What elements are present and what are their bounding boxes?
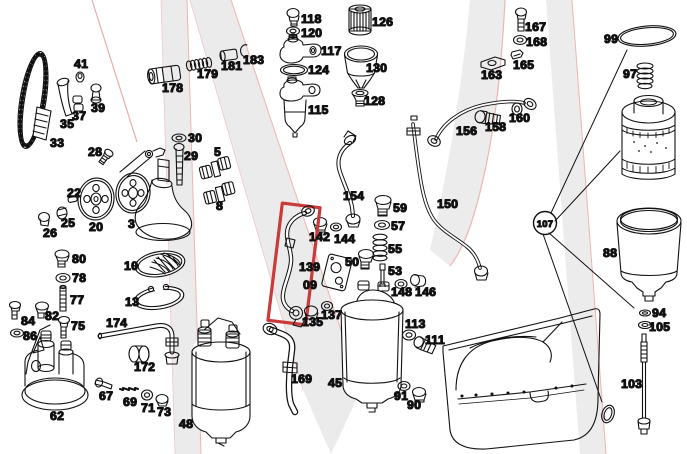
svg-text:09: 09 bbox=[303, 278, 317, 292]
svg-text:117: 117 bbox=[321, 44, 342, 58]
svg-text:10: 10 bbox=[124, 259, 138, 273]
svg-text:179: 179 bbox=[197, 67, 218, 81]
svg-text:144: 144 bbox=[334, 232, 355, 246]
svg-text:35: 35 bbox=[60, 117, 74, 131]
svg-text:84: 84 bbox=[21, 314, 35, 328]
svg-text:172: 172 bbox=[134, 360, 155, 374]
svg-text:28: 28 bbox=[88, 145, 102, 159]
svg-text:124: 124 bbox=[308, 63, 329, 77]
svg-text:26: 26 bbox=[43, 226, 57, 240]
svg-text:168: 168 bbox=[526, 35, 547, 49]
svg-text:105: 105 bbox=[649, 320, 670, 334]
svg-text:13: 13 bbox=[125, 295, 139, 309]
svg-text:90: 90 bbox=[407, 398, 421, 412]
svg-text:113: 113 bbox=[405, 317, 426, 331]
svg-text:86: 86 bbox=[23, 329, 37, 343]
svg-text:126: 126 bbox=[372, 15, 393, 29]
svg-text:94: 94 bbox=[652, 306, 666, 320]
svg-text:33: 33 bbox=[50, 136, 64, 150]
svg-text:183: 183 bbox=[243, 53, 264, 67]
svg-text:78: 78 bbox=[72, 271, 86, 285]
svg-text:67: 67 bbox=[99, 389, 113, 403]
svg-text:73: 73 bbox=[157, 405, 171, 419]
svg-text:107: 107 bbox=[537, 219, 553, 230]
svg-text:69: 69 bbox=[123, 395, 137, 409]
svg-text:148: 148 bbox=[391, 285, 412, 299]
svg-text:82: 82 bbox=[45, 309, 59, 323]
svg-text:150: 150 bbox=[437, 197, 458, 211]
svg-text:45: 45 bbox=[328, 376, 342, 390]
svg-text:142: 142 bbox=[309, 230, 330, 244]
svg-text:37: 37 bbox=[72, 109, 86, 123]
svg-text:75: 75 bbox=[71, 319, 85, 333]
svg-text:62: 62 bbox=[50, 409, 64, 423]
svg-text:135: 135 bbox=[302, 315, 323, 329]
svg-text:160: 160 bbox=[509, 111, 530, 125]
svg-text:88: 88 bbox=[603, 246, 617, 260]
svg-text:137: 137 bbox=[321, 308, 342, 322]
svg-text:48: 48 bbox=[179, 417, 193, 431]
svg-text:156: 156 bbox=[456, 124, 477, 138]
svg-text:50: 50 bbox=[345, 255, 359, 269]
svg-text:115: 115 bbox=[308, 103, 329, 117]
svg-text:91: 91 bbox=[394, 389, 408, 403]
svg-text:178: 178 bbox=[162, 81, 183, 95]
svg-text:120: 120 bbox=[301, 26, 322, 40]
svg-text:146: 146 bbox=[415, 285, 436, 299]
svg-text:59: 59 bbox=[393, 201, 407, 215]
svg-text:80: 80 bbox=[72, 252, 86, 266]
svg-text:165: 165 bbox=[513, 58, 534, 72]
svg-text:163: 163 bbox=[481, 68, 502, 82]
svg-text:167: 167 bbox=[525, 20, 546, 34]
svg-text:30: 30 bbox=[188, 131, 202, 145]
svg-text:3: 3 bbox=[128, 217, 135, 231]
svg-text:39: 39 bbox=[91, 101, 105, 115]
svg-text:103: 103 bbox=[621, 377, 642, 391]
svg-text:5: 5 bbox=[214, 145, 221, 159]
svg-text:29: 29 bbox=[184, 149, 198, 163]
svg-text:97: 97 bbox=[623, 67, 637, 81]
svg-text:128: 128 bbox=[364, 94, 385, 108]
svg-text:181: 181 bbox=[221, 59, 242, 73]
svg-text:55: 55 bbox=[388, 242, 402, 256]
svg-text:71: 71 bbox=[141, 401, 155, 415]
svg-text:169: 169 bbox=[291, 372, 312, 386]
svg-text:154: 154 bbox=[343, 189, 364, 203]
svg-text:57: 57 bbox=[391, 219, 405, 233]
svg-text:111: 111 bbox=[425, 333, 445, 347]
svg-text:158: 158 bbox=[485, 120, 506, 134]
svg-text:77: 77 bbox=[70, 293, 84, 307]
svg-text:25: 25 bbox=[61, 216, 75, 230]
svg-text:99: 99 bbox=[604, 32, 618, 46]
svg-text:139: 139 bbox=[299, 260, 320, 274]
svg-text:20: 20 bbox=[89, 220, 103, 234]
svg-text:118: 118 bbox=[301, 12, 322, 26]
svg-text:53: 53 bbox=[388, 264, 402, 278]
svg-text:130: 130 bbox=[366, 61, 387, 75]
svg-text:22: 22 bbox=[67, 186, 81, 200]
svg-text:41: 41 bbox=[74, 57, 88, 71]
svg-text:8: 8 bbox=[216, 199, 223, 213]
svg-text:174: 174 bbox=[106, 316, 127, 330]
